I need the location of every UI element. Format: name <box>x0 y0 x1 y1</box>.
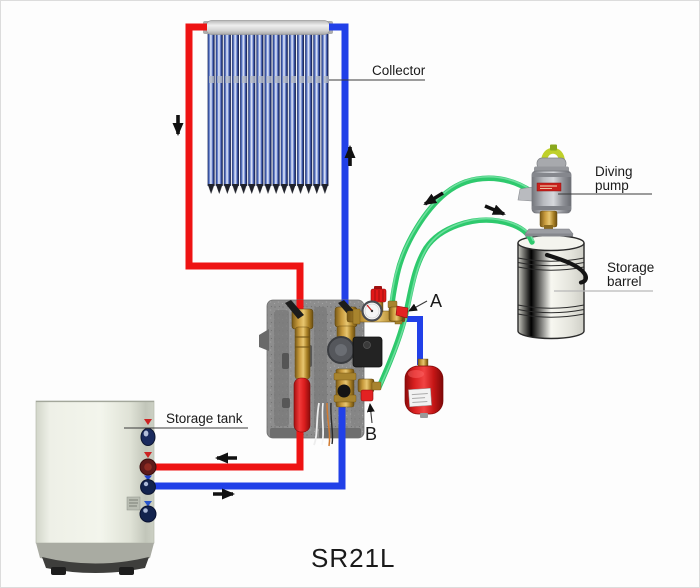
label-port-a: A <box>430 291 442 311</box>
collector-header-manifold <box>205 20 331 35</box>
fill-valve-a-handle <box>395 305 409 319</box>
pump-base <box>524 228 574 235</box>
tank-foot-right <box>119 567 134 575</box>
leader-port-b <box>366 403 375 424</box>
tank-port-cold <box>140 479 156 495</box>
collector-tubes <box>207 34 329 186</box>
pump-lower-section <box>539 210 558 228</box>
tank-foot-left <box>51 567 66 575</box>
storage-tank <box>35 400 155 575</box>
barrel-handle <box>544 252 588 285</box>
label-storage-barrel-line1: Storage <box>607 260 654 275</box>
port-marker-blue-bottom <box>144 501 152 507</box>
valve-lever-hot <box>285 300 304 319</box>
model-label: SR21L <box>311 543 396 573</box>
safety-group <box>346 286 409 325</box>
gauge-needle <box>366 304 373 312</box>
pump-station <box>259 286 409 447</box>
drain-valve-b <box>357 378 382 402</box>
solar-collector <box>203 20 333 195</box>
pump-outlet-fitting <box>517 186 534 202</box>
pump-wires <box>313 402 334 447</box>
storage-barrel <box>517 234 588 340</box>
pipe-cold-collector-return <box>329 23 349 313</box>
label-storage-tank: Storage tank <box>166 411 243 426</box>
circulation-pump-head <box>352 336 383 368</box>
port-marker-red-top <box>144 419 152 425</box>
flow-arrow-hose-right <box>484 204 506 216</box>
collector-tube-tips <box>207 184 329 195</box>
label-port-b: B <box>365 424 377 444</box>
label-collector: Collector <box>372 63 426 78</box>
leader-port-a <box>408 300 428 312</box>
diving-pump <box>517 144 574 237</box>
hot-line-valve <box>285 300 314 433</box>
tank-body <box>35 400 155 544</box>
pump-brand-label <box>536 182 562 192</box>
port-marker-red <box>144 452 152 458</box>
hose-pump-to-port-a <box>389 175 535 310</box>
flow-arrow-hose-left <box>423 191 444 206</box>
hose-port-b-to-barrel <box>376 217 535 390</box>
pipe-hot-collector-supply <box>185 23 304 313</box>
label-diving-pump-line2: pump <box>595 178 629 193</box>
flow-arrows <box>172 115 506 500</box>
tank-base <box>36 543 154 564</box>
vessel-bottom-valve <box>420 413 428 418</box>
barrel-body <box>517 243 585 340</box>
flow-meter-red <box>293 377 311 433</box>
tank-label-sticker <box>126 496 141 511</box>
expansion-vessel <box>404 358 444 418</box>
label-diving-pump-line1: Diving <box>595 164 633 179</box>
hose-b-fitting <box>371 381 382 391</box>
hoses <box>376 175 535 390</box>
label-storage-barrel-line2: barrel <box>607 274 642 289</box>
foam-tab <box>259 329 269 351</box>
port-marker-blue <box>144 475 152 481</box>
annotations: Collector Diving pump Storage barrel Sto… <box>124 63 654 573</box>
tank-port-bottom <box>139 505 157 523</box>
tank-port-top <box>140 428 156 446</box>
pipe-to-expansion-vessel <box>404 316 423 365</box>
drain-knob <box>337 384 351 398</box>
drain-valve-b-handle <box>360 389 374 402</box>
